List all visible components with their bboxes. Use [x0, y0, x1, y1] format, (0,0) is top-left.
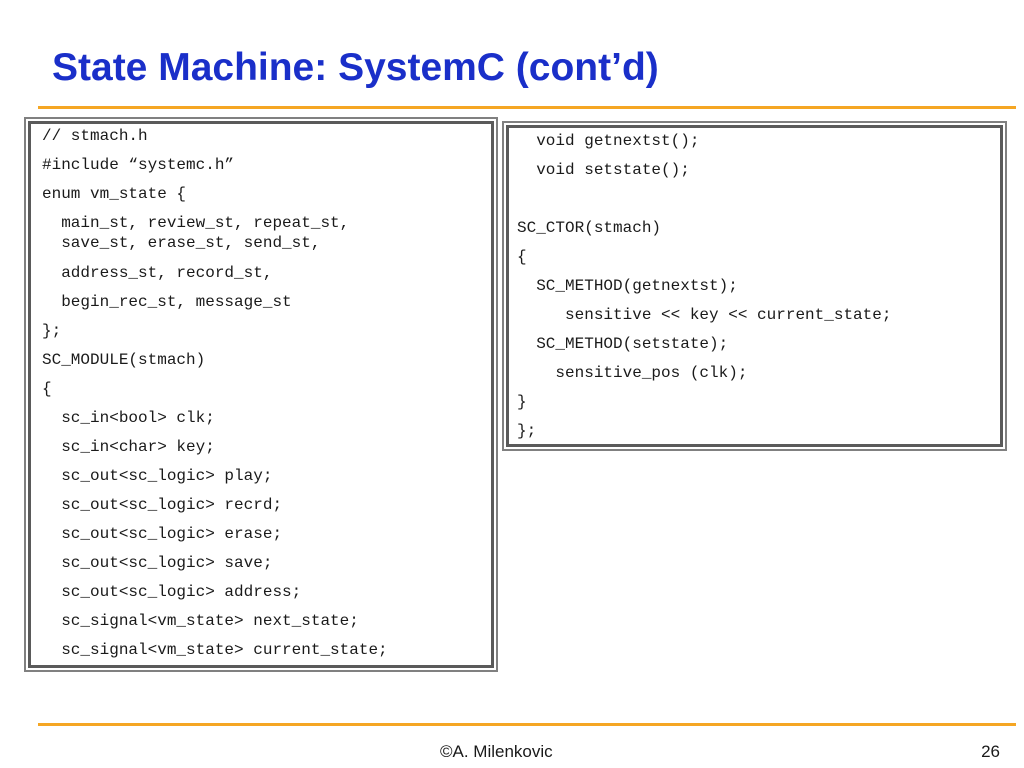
- code-line: sc_out<sc_logic> play;: [42, 467, 273, 485]
- page-number: 26: [981, 742, 1000, 761]
- code-line: main_st, review_st, repeat_st,: [42, 214, 350, 232]
- code-line: SC_CTOR(stmach): [517, 219, 662, 237]
- code-line: save_st, erase_st, send_st,: [42, 234, 321, 252]
- code-line: sc_out<sc_logic> erase;: [42, 525, 283, 543]
- code-line: sc_out<sc_logic> save;: [42, 554, 273, 572]
- code-line: sc_signal<vm_state> current_state;: [42, 641, 388, 659]
- code-line: }: [517, 393, 527, 411]
- code-line: address_st, record_st,: [42, 264, 273, 282]
- title-divider: [38, 106, 1016, 109]
- code-line: sc_in<bool> clk;: [42, 409, 215, 427]
- code-block-stmach-constructor: void getnextst(); void setstate(); SC_CT…: [502, 121, 1007, 451]
- slide-title: State Machine: SystemC (cont’d): [52, 46, 659, 89]
- code-line: #include “systemc.h”: [42, 156, 235, 174]
- code-line: sc_out<sc_logic> address;: [42, 583, 302, 601]
- code-line: void getnextst();: [517, 132, 700, 150]
- footer-author: ©A. Milenkovic: [440, 742, 553, 761]
- code-line: sc_signal<vm_state> next_state;: [42, 612, 359, 630]
- code-line: {: [42, 380, 52, 398]
- code-line: SC_METHOD(setstate);: [517, 335, 729, 353]
- code-line: enum vm_state {: [42, 185, 187, 203]
- code-line: // stmach.h: [42, 127, 148, 145]
- code-line: sc_out<sc_logic> recrd;: [42, 496, 283, 514]
- code-block-stmach-header: // stmach.h #include “systemc.h” enum vm…: [24, 117, 498, 672]
- code-line: sensitive << key << current_state;: [517, 306, 892, 324]
- code-line: sc_in<char> key;: [42, 438, 215, 456]
- code-line: SC_MODULE(stmach): [42, 351, 206, 369]
- footer-divider: [38, 723, 1016, 726]
- code-line: {: [517, 248, 527, 266]
- code-line: };: [517, 422, 537, 440]
- code-line: begin_rec_st, message_st: [42, 293, 292, 311]
- code-line: };: [42, 322, 62, 340]
- code-line: SC_METHOD(getnextst);: [517, 277, 738, 295]
- code-line: void setstate();: [517, 161, 690, 179]
- code-line: sensitive_pos (clk);: [517, 364, 748, 382]
